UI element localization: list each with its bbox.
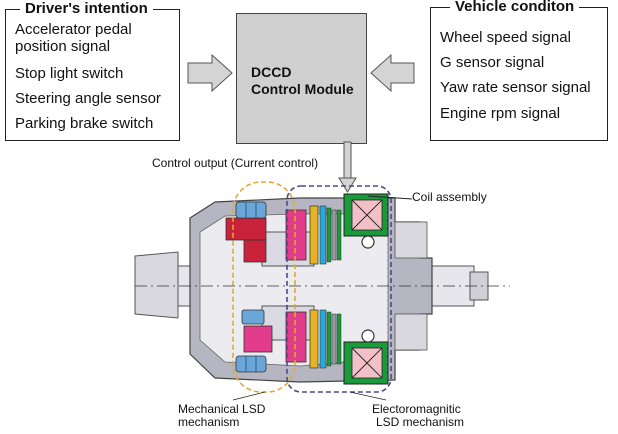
electromagnetic-lsd-label-line1: Electoromagnitic xyxy=(372,402,461,416)
control-output-arrow-icon xyxy=(338,141,357,193)
bearing-lower xyxy=(235,355,267,373)
vehicle-item-g-sensor: G sensor signal xyxy=(440,54,545,71)
driver-item-parking-brake: Parking brake switch xyxy=(15,115,154,132)
electromagnetic-lsd-label-line2: LSD mechanism xyxy=(376,415,465,429)
coil-assembly-upper xyxy=(343,193,389,237)
module-label-line1: DCCD xyxy=(251,64,292,80)
vehicle-item-yaw-rate: Yaw rate sensor signal xyxy=(440,79,591,96)
bearing-upper xyxy=(235,201,267,219)
mechanical-lsd-label-line1: Mechanical LSD xyxy=(178,402,266,416)
vehicle-item-engine-rpm: Engine rpm signal xyxy=(440,105,561,122)
dccd-control-module: DCCD Control Module xyxy=(236,13,367,144)
driver-item-accelerator: Accelerator pedal xyxy=(15,21,132,38)
coil-assembly-lower xyxy=(343,341,389,385)
input-arrow-left-icon xyxy=(187,53,233,93)
module-label-line2: Control Module xyxy=(251,81,354,97)
coil-leader-line xyxy=(367,195,413,200)
electromagnetic-leader-line xyxy=(349,391,387,401)
driver-item-steering-angle: Steering angle sensor xyxy=(15,90,161,107)
clutch-plates-yellow xyxy=(309,205,319,369)
bearing-small xyxy=(241,309,265,325)
driver-intention-box xyxy=(5,9,180,141)
mechanical-leader-line xyxy=(232,391,266,401)
vehicle-condition-title: Vehicle conditon xyxy=(450,0,580,15)
electromagnetic-clutch-plates xyxy=(319,205,342,369)
input-arrow-right-icon xyxy=(370,53,415,93)
pinion-gears xyxy=(243,209,307,363)
driver-item-accelerator-cont: position signal xyxy=(15,38,111,55)
driver-intention-title: Driver's intention xyxy=(20,0,153,17)
vehicle-condition-box xyxy=(430,7,608,141)
electromagnetic-lsd-outline xyxy=(286,185,392,393)
control-output-label: Control output (Current control) xyxy=(152,156,319,170)
ring-gear xyxy=(225,217,267,263)
vehicle-item-wheel-speed: Wheel speed signal xyxy=(440,29,571,46)
coil-bearings xyxy=(361,235,375,343)
driver-item-stop-light: Stop light switch xyxy=(15,65,124,82)
mechanical-lsd-label-line2: mechanism xyxy=(178,415,240,429)
coil-assembly-label: Coil assembly xyxy=(412,190,487,204)
